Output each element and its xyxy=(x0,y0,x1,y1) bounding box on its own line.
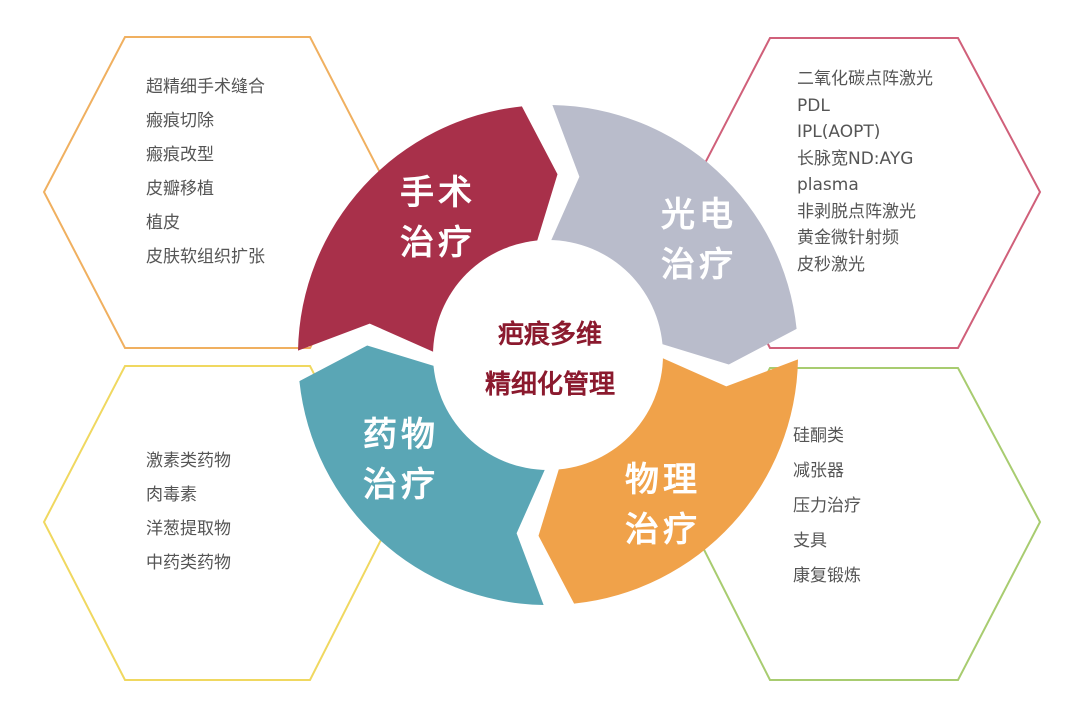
label-line: 光电 xyxy=(661,195,737,235)
label-line: 治疗 xyxy=(400,223,476,263)
list-item: 皮秒激光 xyxy=(797,254,865,275)
list-item: 皮肤软组织扩张 xyxy=(146,247,265,267)
list-item: 肉毒素 xyxy=(146,485,197,505)
list-item: PDL xyxy=(797,95,830,116)
list-item: 二氧化碳点阵激光 xyxy=(797,69,933,89)
list-item: 洋葱提取物 xyxy=(146,519,231,539)
list-item: 支具 xyxy=(793,531,827,551)
drug-list: 激素类药物 肉毒素 洋葱提取物 中药类药物 xyxy=(146,444,231,580)
center-title-line2: 精细化管理 xyxy=(484,370,615,400)
hexagon-drug xyxy=(42,365,392,681)
surgery-list: 超精细手术缝合 瘢痕切除 瘢痕改型 皮瓣移植 植皮 皮肤软组织扩张 xyxy=(146,70,265,274)
segment-photoelectric xyxy=(550,105,797,365)
list-item: 瘢痕切除 xyxy=(146,111,214,131)
label-line: 药物 xyxy=(363,415,439,455)
list-item: 硅酮类 xyxy=(793,426,844,446)
photoelectric-label: 光电 治疗 xyxy=(644,190,754,290)
list-item: IPL(AOPT) xyxy=(797,122,881,142)
physical-label: 物理 治疗 xyxy=(608,455,718,555)
label-line: 治疗 xyxy=(661,245,737,285)
list-item: plasma xyxy=(797,175,859,195)
list-item: 减张器 xyxy=(793,461,844,481)
photoelectric-list: 二氧化碳点阵激光 PDL IPL(AOPT) 长脉宽ND:AYG plasma … xyxy=(797,66,933,278)
list-item: 非剥脱点阵激光 xyxy=(797,201,916,222)
segment-drug xyxy=(299,345,546,605)
label-line: 手术 xyxy=(400,173,476,213)
surgery-label: 手术 治疗 xyxy=(383,168,493,268)
center-circle xyxy=(433,240,663,470)
label-line: 治疗 xyxy=(363,465,439,505)
list-item: 压力治疗 xyxy=(793,496,861,516)
physical-list: 硅酮类 减张器 压力治疗 支具 康复锻炼 xyxy=(793,419,861,594)
list-item: 植皮 xyxy=(146,213,180,233)
hexagon-surgery xyxy=(42,36,392,349)
drug-label: 药物 治疗 xyxy=(346,410,456,510)
list-item: 康复锻炼 xyxy=(793,566,861,586)
label-line: 治疗 xyxy=(625,510,701,550)
segment-surgery xyxy=(298,106,558,354)
list-item: 长脉宽ND:AYG xyxy=(797,148,914,169)
center-title-line1: 疤痕多维 xyxy=(497,320,602,350)
list-item: 中药类药物 xyxy=(146,553,231,573)
segment-physical xyxy=(538,357,798,604)
list-item: 超精细手术缝合 xyxy=(146,77,265,97)
list-item: 瘢痕改型 xyxy=(146,145,214,165)
center-title: 疤痕多维 精细化管理 xyxy=(440,310,660,410)
label-line: 物理 xyxy=(625,460,701,500)
list-item: 激素类药物 xyxy=(146,451,231,471)
list-item: 黄金微针射频 xyxy=(797,228,899,248)
list-item: 皮瓣移植 xyxy=(146,179,214,199)
